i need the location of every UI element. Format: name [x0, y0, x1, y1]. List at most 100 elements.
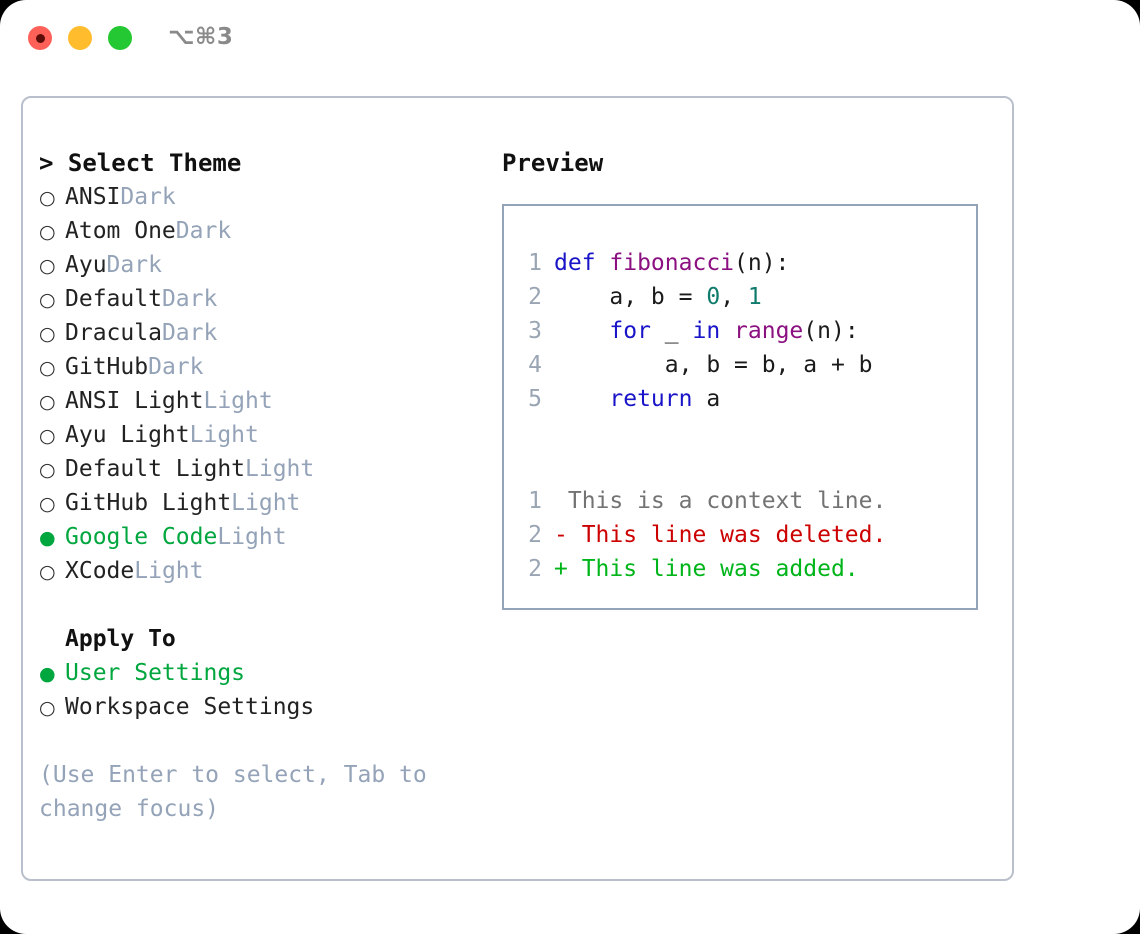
theme-option-label: Google Code	[65, 524, 218, 550]
code-text: a, b = b, a + b	[554, 348, 873, 382]
line-number: 5	[528, 386, 542, 412]
theme-option-label: Ayu Light	[65, 422, 190, 448]
token-plain: a, b =	[554, 284, 707, 310]
token-plain: a, b = b, a + b	[554, 352, 873, 378]
theme-option-ansi-dark[interactable]: ○ ANSI Dark	[39, 180, 479, 214]
theme-option-dracula-dark[interactable]: ○ Dracula Dark	[39, 316, 479, 350]
line-number: 1	[528, 250, 542, 276]
theme-option-badge: Light	[245, 456, 315, 482]
theme-option-label: GitHub Light	[65, 490, 232, 516]
theme-option-badge: Dark	[175, 218, 232, 244]
theme-option-google-code-light[interactable]: ● Google Code Light	[39, 520, 479, 554]
token-function: range	[734, 318, 804, 344]
theme-option-ayu-light[interactable]: ○ Ayu Light Light	[39, 418, 479, 452]
theme-option-default-light[interactable]: ○ Default Light Light	[39, 452, 479, 486]
select-theme-heading: > Select Theme	[39, 149, 242, 177]
theme-option-ayu-dark[interactable]: ○ Ayu Dark	[39, 248, 479, 282]
line-number: 2	[528, 284, 542, 310]
radio-icon[interactable]: ○	[39, 357, 56, 379]
theme-option-label: ANSI	[65, 184, 121, 210]
diff-text: - This line was deleted.	[554, 522, 887, 548]
code-text: a, b = 0, 1	[554, 280, 762, 314]
theme-option-label: Dracula	[65, 320, 162, 346]
radio-icon-selected[interactable]: ●	[39, 527, 56, 549]
radio-icon[interactable]: ○	[39, 391, 56, 413]
radio-icon[interactable]: ○	[39, 697, 56, 719]
apply-to-option-user-settings[interactable]: ● User Settings	[39, 656, 479, 690]
token-keyword: for	[609, 318, 651, 344]
token-number: 0	[706, 284, 721, 310]
token-plain: ,	[720, 284, 748, 310]
theme-option-badge: Light	[134, 558, 204, 584]
close-button[interactable]	[28, 26, 52, 50]
theme-option-list[interactable]: ○ ANSI Dark ○ Atom One Dark ○ Ayu Dark	[39, 180, 479, 588]
theme-option-label: Default Light	[65, 456, 246, 482]
line-number: 3	[528, 318, 542, 344]
radio-icon[interactable]: ○	[39, 289, 56, 311]
radio-icon[interactable]: ○	[39, 493, 56, 515]
code-text: def fibonacci(n):	[554, 246, 789, 280]
minimize-button[interactable]	[68, 26, 92, 50]
theme-option-label: Atom One	[65, 218, 176, 244]
token-plain	[554, 318, 609, 344]
apply-to-option-label: User Settings	[65, 660, 246, 686]
code-line: 3 for _ in range(n):	[504, 314, 976, 348]
main-panel: > Select Theme ○ ANSI Dark ○ Atom One Da…	[21, 96, 1014, 881]
preview-spacer	[504, 416, 976, 450]
theme-option-atom-one-dark[interactable]: ○ Atom One Dark	[39, 214, 479, 248]
line-number: 4	[528, 352, 542, 378]
code-line: 5 return a	[504, 382, 976, 416]
token-punctuation: (n):	[803, 318, 859, 344]
theme-option-xcode-light[interactable]: ○ XCode Light	[39, 554, 479, 588]
radio-icon[interactable]: ○	[39, 561, 56, 583]
theme-option-badge: Dark	[161, 286, 218, 312]
theme-option-default-dark[interactable]: ○ Default Dark	[39, 282, 479, 316]
theme-option-label: Ayu	[65, 252, 107, 278]
apply-to-option-list[interactable]: ● User Settings ○ Workspace Settings	[39, 656, 479, 724]
preview-column: Preview 1 def fibonacci(n): 2 a, b = 0, …	[502, 146, 992, 610]
theme-option-label: GitHub	[65, 354, 149, 380]
theme-option-ansi-light[interactable]: ○ ANSI Light Light	[39, 384, 479, 418]
line-number: 2	[528, 556, 542, 582]
line-number: 1	[528, 488, 542, 514]
code-text: for _ in range(n):	[554, 314, 859, 348]
token-plain	[720, 318, 734, 344]
diff-text: + This line was added.	[554, 556, 859, 582]
theme-option-github-light[interactable]: ○ GitHub Light Light	[39, 486, 479, 520]
diff-line-added: 2 + This line was added.	[504, 552, 976, 586]
token-keyword: in	[692, 318, 721, 344]
preview-heading: Preview	[502, 149, 604, 177]
code-line: 4 a, b = b, a + b	[504, 348, 976, 382]
panel-columns: > Select Theme ○ ANSI Dark ○ Atom One Da…	[23, 98, 1012, 879]
token-keyword: return	[609, 386, 693, 412]
theme-option-label: ANSI Light	[65, 388, 204, 414]
window-controls	[28, 26, 132, 50]
theme-picker-column: > Select Theme ○ ANSI Dark ○ Atom One Da…	[39, 146, 479, 826]
theme-option-github-dark[interactable]: ○ GitHub Dark	[39, 350, 479, 384]
apply-to-option-workspace-settings[interactable]: ○ Workspace Settings	[39, 690, 479, 724]
theme-option-badge: Light	[217, 524, 287, 550]
token-plain: _	[650, 318, 693, 344]
token-keyword: def	[554, 250, 610, 276]
keyboard-shortcut-label: ⌥⌘3	[168, 24, 234, 50]
theme-option-badge: Light	[203, 388, 273, 414]
radio-icon[interactable]: ○	[39, 459, 56, 481]
apply-to-heading: Apply To	[65, 626, 176, 652]
line-number: 2	[528, 522, 542, 548]
radio-icon[interactable]: ○	[39, 425, 56, 447]
preview-spacer	[504, 450, 976, 484]
radio-icon[interactable]: ○	[39, 323, 56, 345]
token-number: 1	[747, 284, 762, 310]
title-bar: ⌥⌘3	[0, 0, 1140, 78]
radio-icon[interactable]: ○	[39, 255, 56, 277]
code-line: 1 def fibonacci(n):	[504, 246, 976, 280]
maximize-button[interactable]	[108, 26, 132, 50]
radio-icon[interactable]: ○	[39, 221, 56, 243]
theme-option-badge: Dark	[106, 252, 162, 278]
code-line: 2 a, b = 0, 1	[504, 280, 976, 314]
token-plain: a	[692, 386, 721, 412]
theme-option-badge: Dark	[120, 184, 176, 210]
radio-icon-selected[interactable]: ●	[39, 663, 56, 685]
radio-icon[interactable]: ○	[39, 187, 56, 209]
